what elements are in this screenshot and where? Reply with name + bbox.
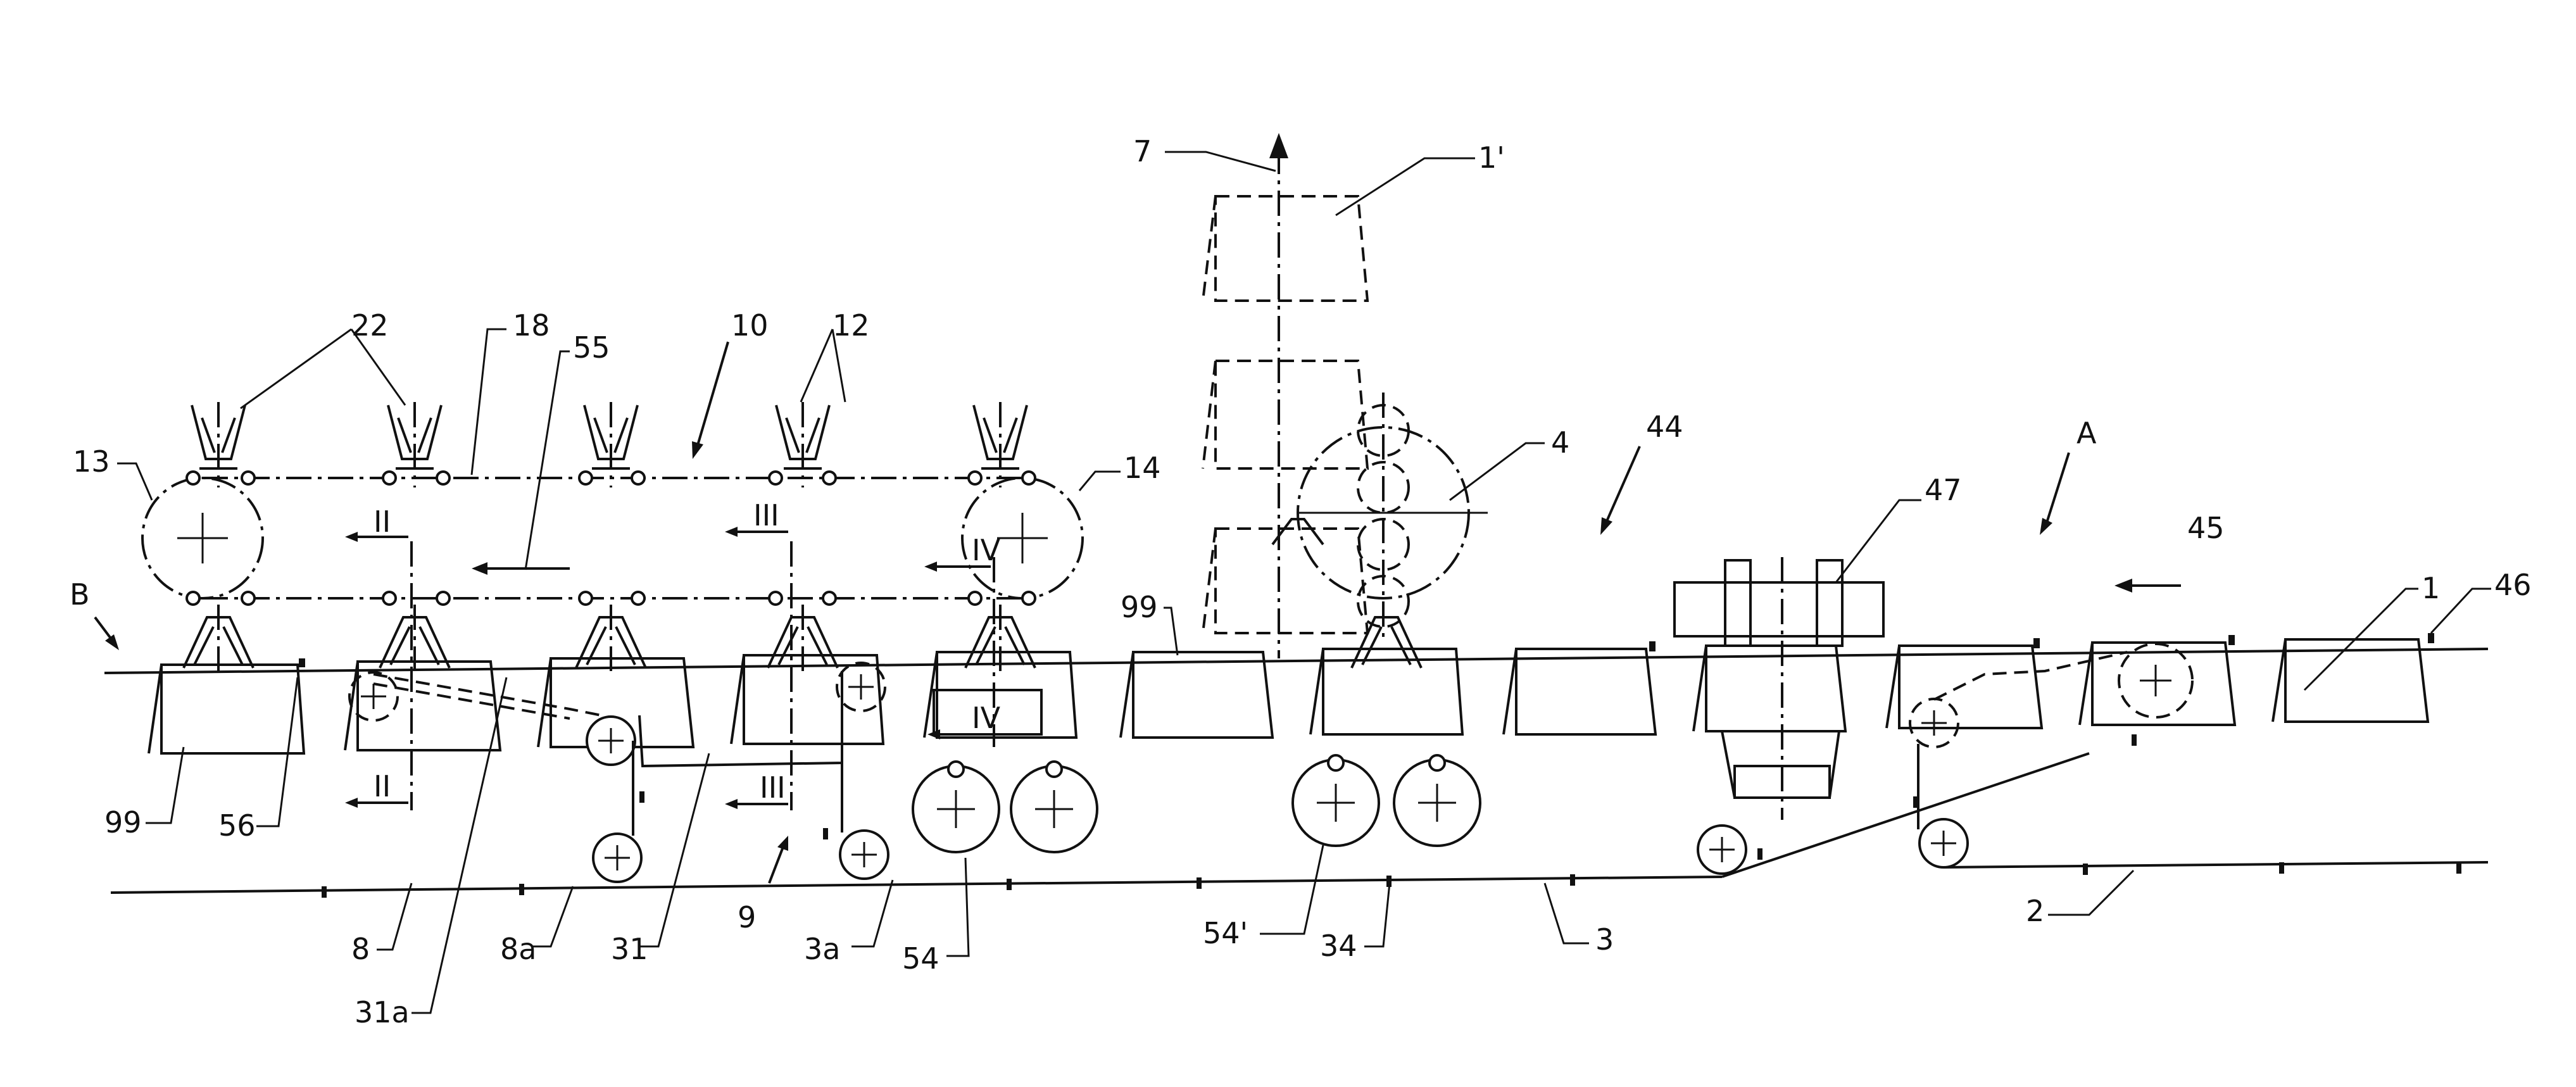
label-55: 55 — [573, 330, 610, 365]
label-3: 3 — [1595, 922, 1614, 957]
label-45: 45 — [2187, 511, 2225, 545]
label-IV-top: IV — [972, 533, 1001, 567]
lift-column-7 — [1203, 133, 1488, 658]
label-8: 8 — [351, 932, 370, 966]
box-10 — [1887, 646, 2042, 728]
label-II-bottom: II — [374, 769, 391, 803]
box-2 — [345, 662, 500, 750]
section-markers — [412, 541, 994, 810]
label-44: 44 — [1646, 410, 1683, 444]
feed-rollers — [1910, 644, 2192, 867]
label-14: 14 — [1124, 451, 1161, 485]
label-34: 34 — [1320, 929, 1357, 963]
label-12: 12 — [832, 308, 870, 342]
roller-pair-54-prime — [1293, 755, 1480, 846]
label-1: 1 — [2422, 571, 2440, 605]
label-22: 22 — [351, 308, 389, 342]
label-III-bottom: III — [760, 770, 786, 805]
label-31a: 31a — [355, 995, 410, 1029]
label-47: 47 — [1925, 473, 1962, 507]
label-54-prime: 54' — [1203, 916, 1248, 950]
label-18: 18 — [513, 308, 550, 342]
label-8a: 8a — [500, 932, 536, 966]
box-6 — [1121, 652, 1272, 738]
label-9: 9 — [738, 900, 756, 934]
label-4: 4 — [1551, 425, 1569, 460]
label-13: 13 — [73, 444, 110, 479]
leader-lines — [117, 152, 2491, 1013]
box-11 — [2080, 643, 2235, 725]
reference-labels: 22 18 55 10 12 13 14 B II II III III IV … — [70, 134, 2532, 1029]
upper-grippers — [192, 402, 1027, 487]
roller-pair-54 — [913, 690, 1097, 852]
label-99-bottom: 99 — [104, 805, 142, 839]
boxes — [149, 633, 2434, 753]
folding-device-31 — [349, 663, 888, 882]
label-3a: 3a — [804, 932, 840, 966]
label-1-prime: 1' — [1478, 141, 1505, 175]
label-56: 56 — [218, 808, 256, 843]
box-1 — [149, 665, 304, 753]
label-B: B — [70, 577, 90, 612]
label-31: 31 — [611, 932, 648, 966]
carriage-chain-loop — [142, 472, 1083, 605]
label-7: 7 — [1133, 134, 1152, 168]
label-46: 46 — [2494, 568, 2532, 602]
box-9 — [1693, 646, 1845, 731]
label-IV-bottom: IV — [972, 701, 1001, 735]
box-8 — [1504, 649, 1656, 734]
label-10: 10 — [731, 308, 769, 342]
label-54: 54 — [902, 941, 939, 976]
label-99-top: 99 — [1121, 590, 1158, 624]
label-A: A — [2077, 416, 2097, 450]
label-III-top: III — [753, 498, 779, 532]
label-II-top: II — [374, 505, 391, 539]
label-2: 2 — [2026, 894, 2044, 928]
